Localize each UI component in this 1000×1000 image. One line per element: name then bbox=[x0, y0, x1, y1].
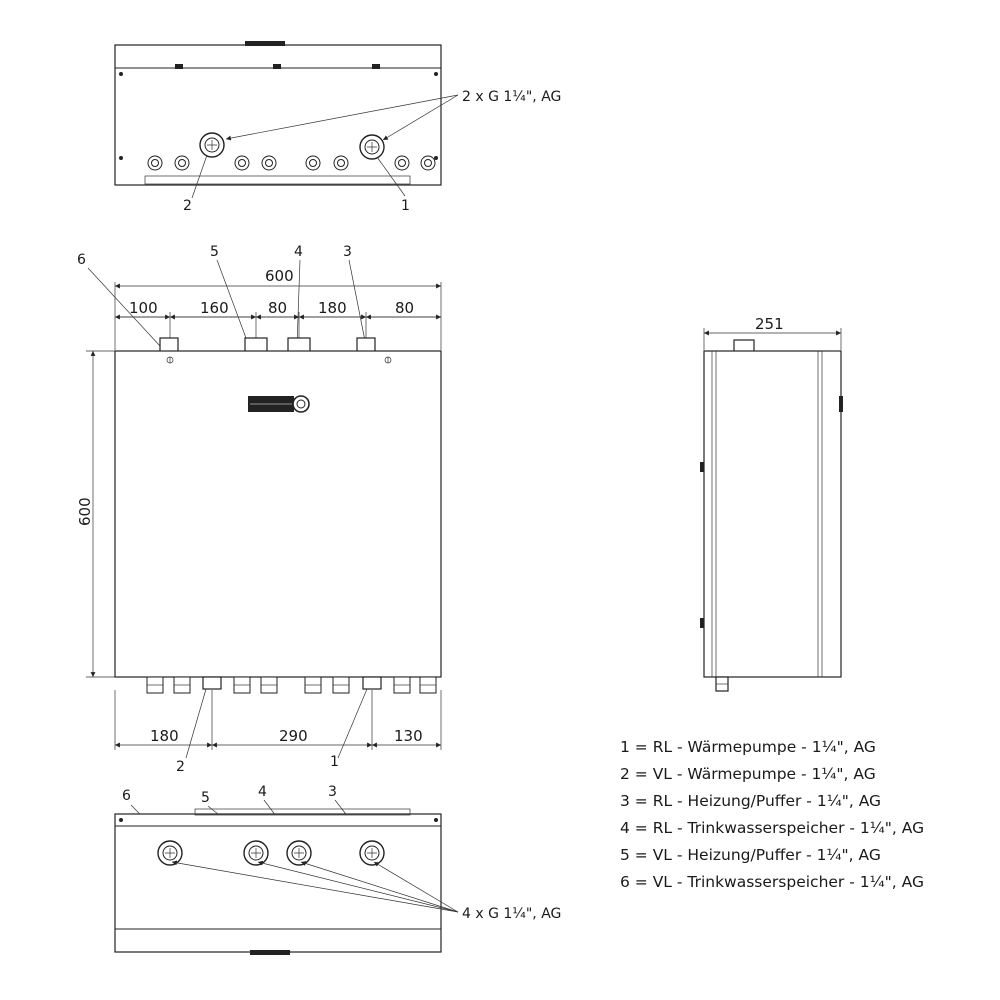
front-view: 6 5 4 3 600 100 160 80 180 80 bbox=[76, 244, 442, 775]
front-number-3: 3 bbox=[343, 244, 352, 260]
front-bottom-port-1 bbox=[362, 676, 382, 690]
dim-depth: 251 bbox=[755, 315, 784, 333]
front-number-4: 4 bbox=[294, 244, 303, 260]
bottom-number-4: 4 bbox=[258, 784, 267, 800]
bottom-number-5: 5 bbox=[201, 790, 210, 806]
bottom-view-housing bbox=[114, 813, 442, 953]
logo-badge-icon bbox=[248, 395, 310, 413]
side-top-port bbox=[733, 339, 755, 353]
legend: 1 = RL - Wärmepumpe - 1¼", AG 2 = VL - W… bbox=[620, 738, 924, 891]
legend-item-4: 4 = RL - Trinkwasserspeicher - 1¼", AG bbox=[620, 819, 924, 837]
front-top-port-5 bbox=[244, 337, 268, 353]
bottom-view-rail bbox=[194, 808, 411, 816]
front-number-6: 6 bbox=[77, 252, 86, 268]
legend-item-1: 1 = RL - Wärmepumpe - 1¼", AG bbox=[620, 738, 876, 756]
cable-gland-icon bbox=[146, 676, 437, 694]
top-view: 2 x G 1¼", AG 2 1 bbox=[114, 41, 561, 214]
front-number-1: 1 bbox=[330, 754, 339, 770]
bottom-number-6: 6 bbox=[122, 788, 131, 804]
top-view-callout: 2 x G 1¼", AG bbox=[462, 89, 561, 105]
bottom-view: 6 5 4 3 4 x G 1¼", AG bbox=[114, 784, 561, 955]
legend-item-6: 6 = VL - Trinkwasserspeicher - 1¼", AG bbox=[620, 873, 924, 891]
dim-top-seg-1: 100 bbox=[129, 299, 158, 317]
front-number-2: 2 bbox=[176, 759, 185, 775]
front-top-port-6 bbox=[159, 337, 179, 353]
dim-overall-width: 600 bbox=[265, 267, 294, 285]
pipe-port-icon bbox=[199, 132, 385, 160]
legend-item-5: 5 = VL - Heizung/Puffer - 1¼", AG bbox=[620, 846, 881, 864]
dim-top-seg-5: 80 bbox=[395, 299, 414, 317]
dim-bottom-seg-3: 130 bbox=[394, 727, 423, 745]
bottom-number-3: 3 bbox=[328, 784, 337, 800]
bottom-view-callout: 4 x G 1¼", AG bbox=[462, 906, 561, 922]
pipe-port-icon bbox=[157, 840, 385, 866]
dim-top-seg-2: 160 bbox=[200, 299, 229, 317]
cable-gland-icon bbox=[147, 155, 436, 171]
side-view: 251 bbox=[700, 315, 843, 692]
dim-bottom-seg-2: 290 bbox=[279, 727, 308, 745]
legend-item-3: 3 = RL - Heizung/Puffer - 1¼", AG bbox=[620, 792, 881, 810]
front-top-port-4 bbox=[287, 337, 311, 353]
top-view-tab bbox=[245, 41, 285, 46]
dim-bottom-seg-1: 180 bbox=[150, 727, 179, 745]
front-top-port-3 bbox=[356, 337, 376, 353]
dim-top-seg-3: 80 bbox=[268, 299, 287, 317]
legend-item-2: 2 = VL - Wärmepumpe - 1¼", AG bbox=[620, 765, 876, 783]
top-view-label-2: 2 bbox=[183, 198, 192, 214]
dim-height: 600 bbox=[76, 497, 94, 526]
side-view-housing bbox=[703, 350, 842, 678]
top-view-rail bbox=[144, 175, 411, 185]
front-number-5: 5 bbox=[210, 244, 219, 260]
front-bottom-port-2 bbox=[202, 676, 222, 690]
top-view-label-1: 1 bbox=[401, 198, 410, 214]
dim-top-seg-4: 180 bbox=[318, 299, 347, 317]
